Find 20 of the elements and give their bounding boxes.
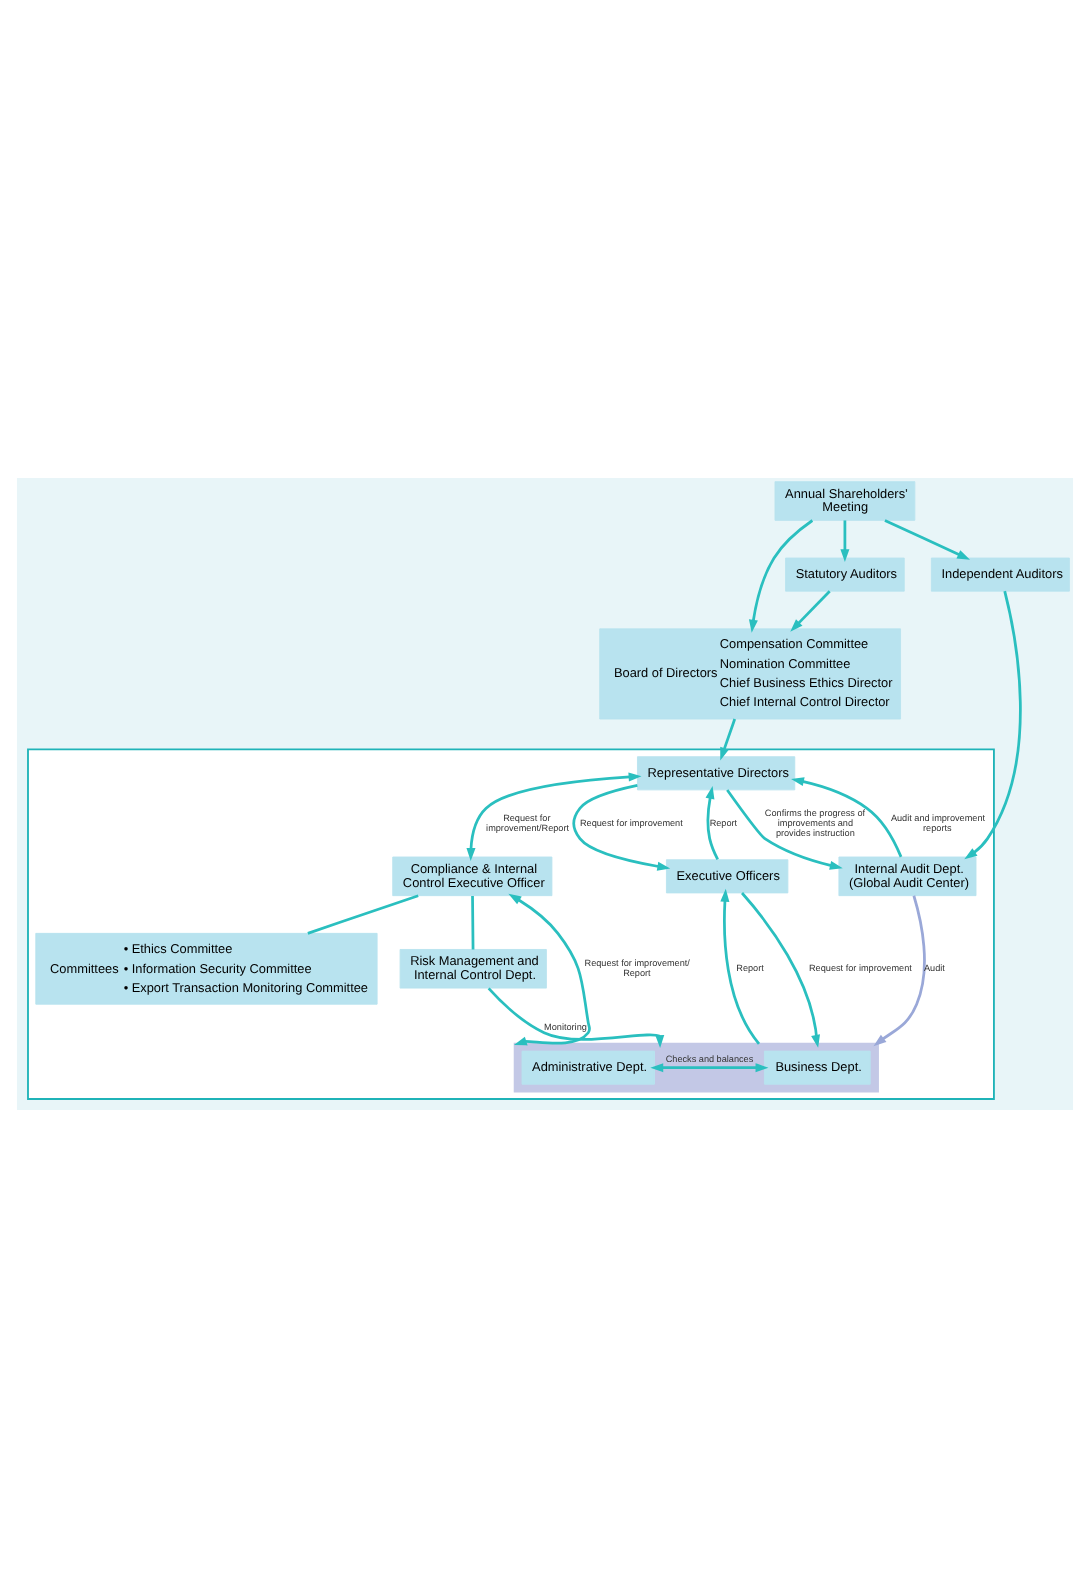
connector [471,896,475,950]
cluster [513,1042,879,1093]
arrow [726,789,843,870]
arrow [790,590,831,632]
arrow [705,785,719,861]
arrow [873,895,926,1047]
arrow [840,520,850,563]
arrow [884,519,971,560]
arrow [791,777,903,858]
arrow [508,893,591,1046]
arrow [487,987,665,1048]
arrow [748,519,814,633]
connector [307,894,419,935]
arrow [720,888,761,1045]
arrow [572,784,671,871]
arrow [466,772,642,861]
arrow [650,1063,769,1073]
arrow [741,892,820,1048]
arrow [964,590,1022,860]
arrow [720,718,737,761]
